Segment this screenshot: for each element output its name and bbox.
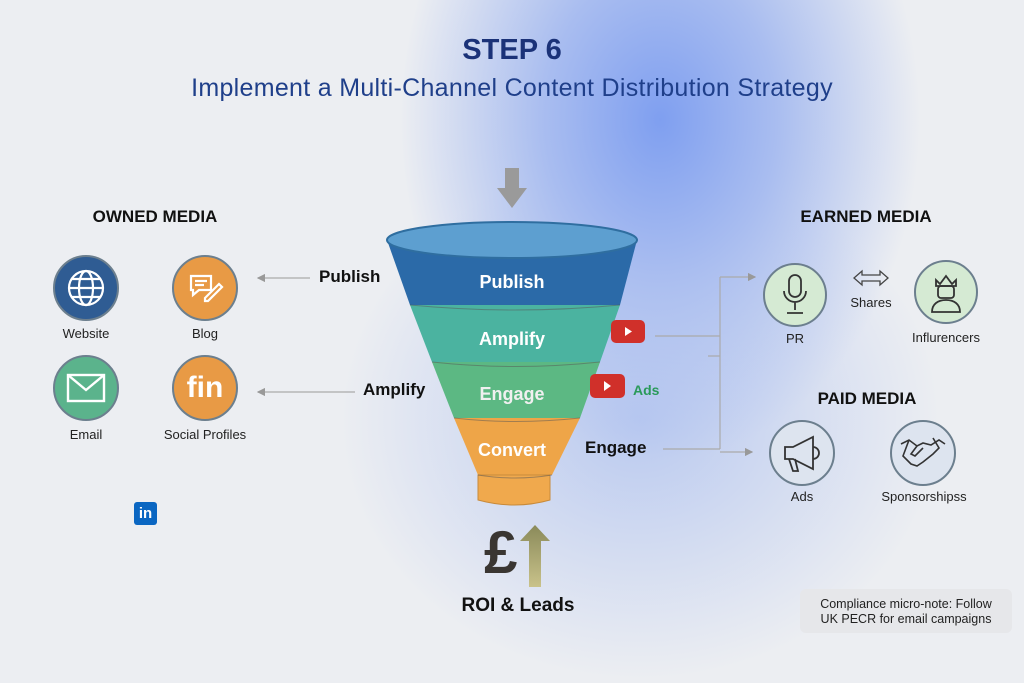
social-profiles-label: Social Profiles — [163, 427, 247, 442]
megaphone-icon — [769, 420, 835, 486]
down-arrow-icon — [497, 168, 527, 208]
globe-icon — [53, 255, 119, 321]
funnel-stage-publish: Publish — [479, 272, 545, 292]
youtube-icon — [611, 320, 645, 343]
funnel-stage-convert: Convert — [477, 440, 546, 460]
up-arrow-icon — [520, 525, 550, 587]
blog-label: Blog — [191, 326, 219, 341]
amplify-arrow-label: Amplify — [363, 380, 426, 399]
double-arrow-icon — [853, 269, 889, 287]
publish-arrow-label: Publish — [319, 267, 381, 286]
earned-media-heading: EARNED MEDIA — [800, 207, 932, 226]
envelope-icon — [53, 355, 119, 421]
social-icon: fin — [172, 355, 238, 421]
page-title: STEP 6 — [462, 34, 562, 66]
pound-icon: £ — [484, 519, 518, 586]
ads-badge-icon: Ads — [633, 382, 660, 398]
influencer-icon — [914, 260, 978, 324]
owned-media-heading: OWNED MEDIA — [92, 207, 218, 226]
blog-icon — [172, 255, 238, 321]
engage-arrow-label: Engage — [585, 438, 647, 457]
handshake-icon — [890, 420, 956, 486]
compliance-note-line1: Compliance micro-note: Follow — [820, 597, 992, 611]
sponsorships-label: Sponsorshipss — [881, 489, 967, 504]
roi-label: ROI & Leads — [461, 595, 575, 616]
shares-label: Shares — [850, 295, 892, 310]
email-label: Email — [69, 427, 103, 442]
paid-media-heading: PAID MEDIA — [817, 389, 917, 408]
website-label: Website — [62, 326, 110, 341]
influencers-label: Influrencers — [912, 330, 980, 345]
ads-label: Ads — [790, 489, 814, 504]
pr-label: PR — [785, 331, 805, 346]
linkedin-icon: in — [134, 502, 157, 525]
compliance-note-line2: UK PECR for email campaigns — [820, 612, 992, 626]
microphone-icon — [763, 263, 827, 327]
page-subtitle: Implement a Multi-Channel Content Distri… — [191, 74, 833, 102]
funnel — [386, 221, 638, 506]
funnel-stage-amplify: Amplify — [478, 329, 545, 349]
compliance-note: Compliance micro-note: Follow UK PECR fo… — [800, 589, 1012, 633]
youtube-icon — [590, 374, 625, 398]
funnel-stage-engage: Engage — [479, 384, 545, 404]
